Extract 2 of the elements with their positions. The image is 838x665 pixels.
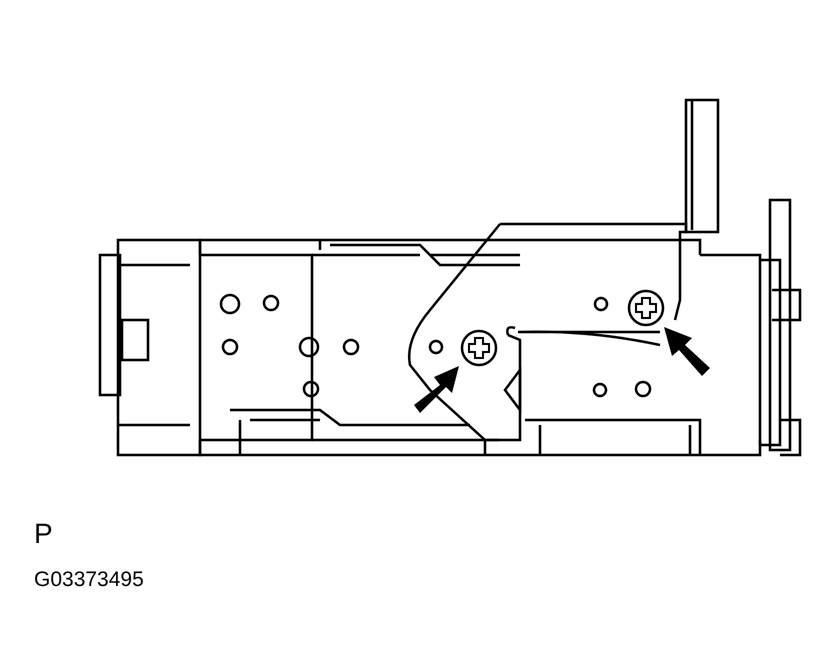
- figure-code: G03373495: [34, 568, 144, 592]
- view-letter: P: [34, 518, 53, 550]
